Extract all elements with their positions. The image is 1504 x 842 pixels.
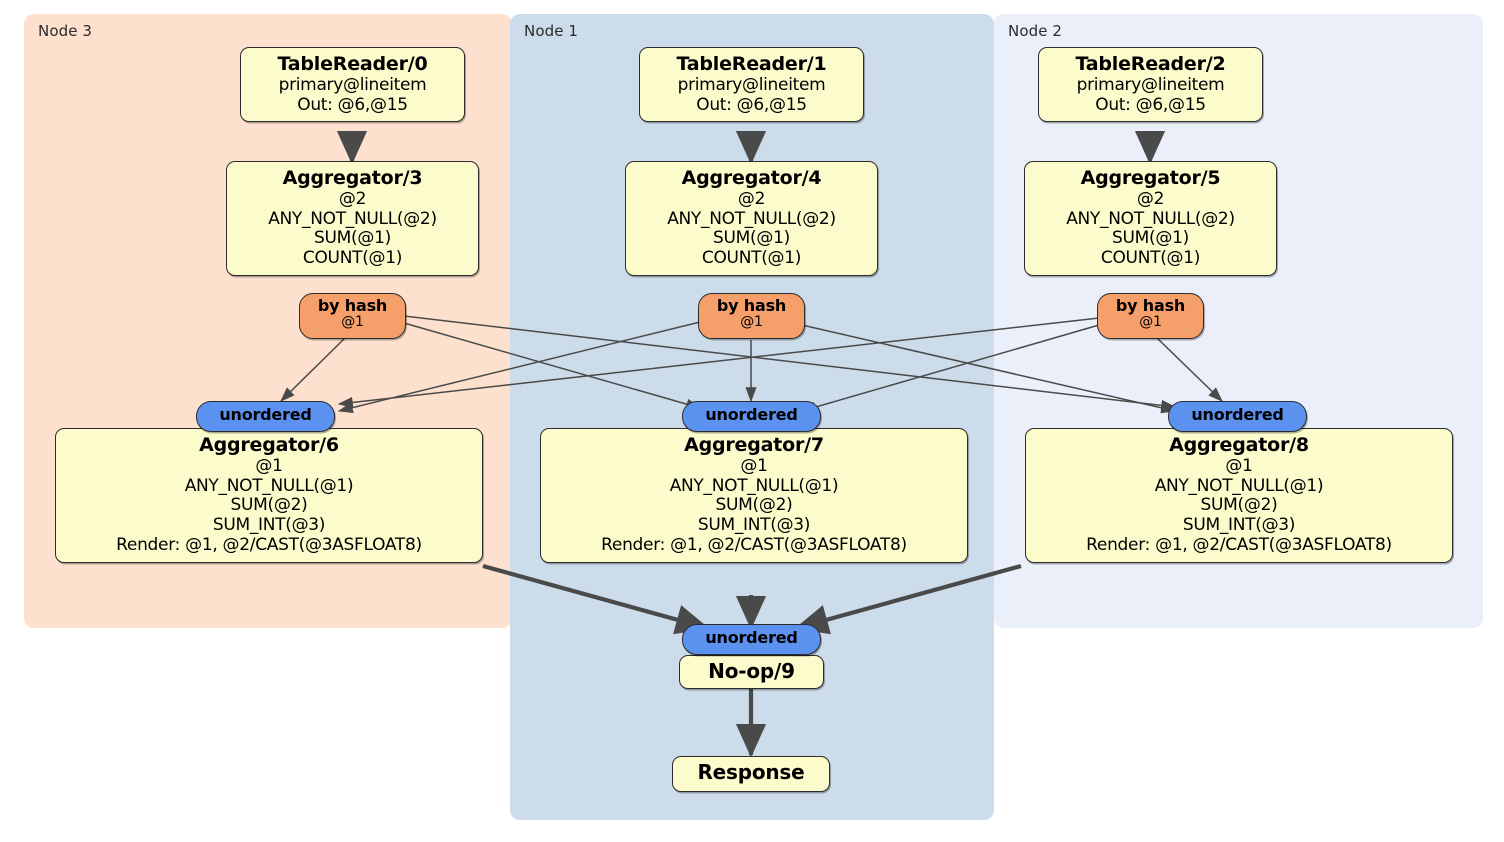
node-detail-line: primary@lineitem <box>1076 75 1225 96</box>
node-detail-line: @1 <box>740 456 768 477</box>
node-tablereader-2[interactable]: TableReader/2 primary@lineitem Out: @6,@… <box>1038 47 1263 123</box>
node-detail-line: ANY_NOT_NULL(@2) <box>667 208 836 229</box>
badge-subtitle: @1 <box>740 313 763 330</box>
badge-title: unordered <box>219 405 312 424</box>
node-region-label-node2: Node 2 <box>1008 22 1063 40</box>
node-detail-line: SUM(@1) <box>1112 228 1189 249</box>
node-detail-line: Out: @6,@15 <box>696 94 807 115</box>
node-aggregator-5[interactable]: Aggregator/5 @2 ANY_NOT_NULL(@2) SUM(@1)… <box>1024 161 1277 276</box>
node-aggregator-3[interactable]: Aggregator/3 @2 ANY_NOT_NULL(@2) SUM(@1)… <box>226 161 479 276</box>
node-tablereader-0[interactable]: TableReader/0 primary@lineitem Out: @6,@… <box>240 47 465 123</box>
node-no-op-9[interactable]: No-op/9 <box>679 655 824 689</box>
node-region-label-node3: Node 3 <box>38 22 93 40</box>
node-detail-line: primary@lineitem <box>677 75 826 96</box>
node-tablereader-1[interactable]: TableReader/1 primary@lineitem Out: @6,@… <box>639 47 864 123</box>
badge-title: unordered <box>705 628 798 647</box>
node-aggregator-8[interactable]: Aggregator/8 @1 ANY_NOT_NULL(@1) SUM(@2)… <box>1025 428 1453 563</box>
node-detail-line: Render: @1, @2/CAST(@3ASFLOAT8) <box>1086 534 1392 555</box>
node-detail-line: @2 <box>338 189 367 210</box>
node-title: Aggregator/6 <box>199 434 339 456</box>
node-detail-line: SUM_INT(@3) <box>697 515 811 536</box>
node-title: TableReader/1 <box>676 53 827 75</box>
node-title: Response <box>697 760 805 784</box>
node-detail-line: SUM(@1) <box>314 228 391 249</box>
node-detail-line: ANY_NOT_NULL(@1) <box>1154 475 1324 496</box>
node-title: Aggregator/8 <box>1169 434 1309 456</box>
node-detail-line: SUM(@1) <box>713 228 790 249</box>
node-detail-line: SUM_INT(@3) <box>1182 515 1296 536</box>
badge-unordered-left[interactable]: unordered <box>196 401 335 432</box>
node-detail-line: SUM(@2) <box>230 495 308 516</box>
node-detail-line: @2 <box>1136 189 1165 210</box>
badge-subtitle: @1 <box>1139 313 1162 330</box>
node-title: Aggregator/7 <box>684 434 824 456</box>
node-detail-line: COUNT(@1) <box>302 248 403 269</box>
badge-unordered-final[interactable]: unordered <box>682 624 821 655</box>
node-title: TableReader/0 <box>277 53 428 75</box>
node-detail-line: ANY_NOT_NULL(@1) <box>184 475 354 496</box>
node-title: TableReader/2 <box>1075 53 1226 75</box>
badge-title: unordered <box>1191 405 1284 424</box>
node-aggregator-4[interactable]: Aggregator/4 @2 ANY_NOT_NULL(@2) SUM(@1)… <box>625 161 878 276</box>
badge-title: unordered <box>705 405 798 424</box>
node-detail-line: Render: @1, @2/CAST(@3ASFLOAT8) <box>116 534 422 555</box>
node-detail-line: ANY_NOT_NULL(@2) <box>1066 208 1235 229</box>
badge-title: by hash <box>1115 296 1186 315</box>
node-title: Aggregator/3 <box>282 167 423 189</box>
node-detail-line: SUM_INT(@3) <box>212 515 326 536</box>
node-region-label-node1: Node 1 <box>524 22 579 40</box>
node-detail-line: Render: @1, @2/CAST(@3ASFLOAT8) <box>601 534 907 555</box>
node-aggregator-7[interactable]: Aggregator/7 @1 ANY_NOT_NULL(@1) SUM(@2)… <box>540 428 968 563</box>
node-detail-line: COUNT(@1) <box>701 248 802 269</box>
node-detail-line: ANY_NOT_NULL(@2) <box>268 208 437 229</box>
node-detail-line: Out: @6,@15 <box>1095 94 1206 115</box>
node-detail-line: SUM(@2) <box>1200 495 1278 516</box>
node-aggregator-6[interactable]: Aggregator/6 @1 ANY_NOT_NULL(@1) SUM(@2)… <box>55 428 483 563</box>
node-title: No-op/9 <box>708 659 795 683</box>
badge-by-hash-left[interactable]: by hash @1 <box>299 293 406 339</box>
node-detail-line: @2 <box>737 189 766 210</box>
badge-subtitle: @1 <box>341 313 364 330</box>
node-detail-line: ANY_NOT_NULL(@1) <box>669 475 839 496</box>
node-detail-line: Out: @6,@15 <box>297 94 408 115</box>
badge-by-hash-right[interactable]: by hash @1 <box>1097 293 1204 339</box>
node-response[interactable]: Response <box>672 756 830 792</box>
badge-unordered-right[interactable]: unordered <box>1168 401 1307 432</box>
node-title: Aggregator/4 <box>681 167 822 189</box>
node-detail-line: primary@lineitem <box>278 75 427 96</box>
node-detail-line: SUM(@2) <box>715 495 793 516</box>
node-detail-line: @1 <box>255 456 283 477</box>
badge-unordered-mid[interactable]: unordered <box>682 401 821 432</box>
badge-by-hash-mid[interactable]: by hash @1 <box>698 293 805 339</box>
badge-title: by hash <box>716 296 787 315</box>
node-title: Aggregator/5 <box>1080 167 1221 189</box>
node-detail-line: COUNT(@1) <box>1100 248 1201 269</box>
badge-title: by hash <box>317 296 388 315</box>
node-detail-line: @1 <box>1225 456 1253 477</box>
